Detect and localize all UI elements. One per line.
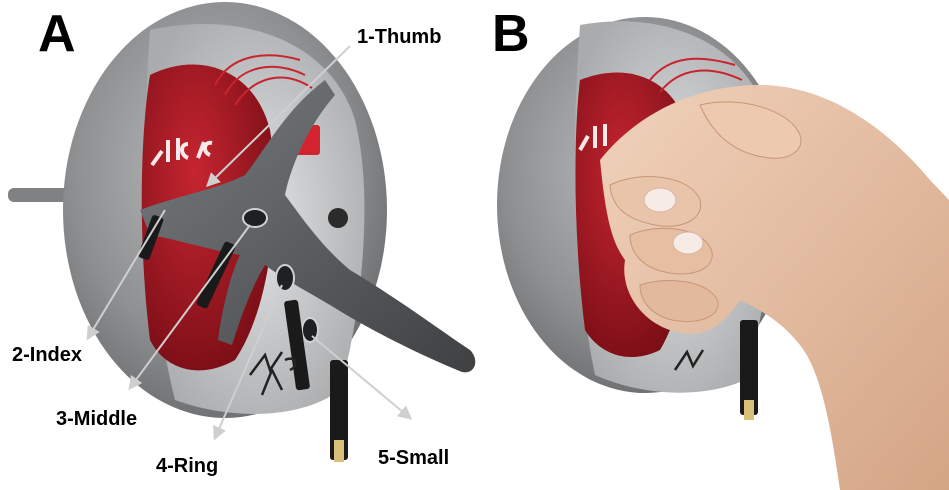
label-arrows bbox=[86, 45, 413, 441]
grip-slot-ring bbox=[275, 264, 295, 292]
panel-a-photo bbox=[8, 2, 476, 462]
arrow-thumb bbox=[205, 45, 351, 187]
label-index: 2-Index bbox=[12, 344, 83, 366]
panel-b-photo bbox=[497, 17, 949, 490]
pad-logo-graphic bbox=[150, 138, 213, 167]
arrow-small bbox=[311, 335, 413, 420]
grip-body bbox=[140, 80, 476, 373]
grip-slot-small bbox=[301, 317, 319, 343]
wires-b bbox=[649, 57, 743, 93]
panel-letter-b: B bbox=[492, 5, 530, 63]
label-ring: 4-Ring bbox=[156, 455, 219, 477]
label-thumb: 1-Thumb bbox=[357, 26, 442, 48]
arrow-middle bbox=[128, 224, 251, 391]
pad-logo-graphic-b bbox=[578, 124, 607, 151]
handwriting-marks-b bbox=[673, 349, 705, 371]
sensor-strip-ring bbox=[284, 299, 310, 391]
connector-knob bbox=[328, 208, 348, 228]
sensor-strip-small bbox=[330, 360, 348, 460]
finger-ring bbox=[639, 279, 719, 323]
panel-letter-a: A bbox=[38, 5, 76, 63]
label-small: 5-Small bbox=[378, 447, 450, 469]
sensor-strip-b bbox=[740, 320, 758, 415]
grip-slot-middle bbox=[242, 208, 268, 228]
arrow-index bbox=[86, 209, 166, 341]
sensor-strip-index bbox=[138, 215, 164, 260]
handwriting-marks bbox=[249, 351, 297, 396]
sensor-tip bbox=[334, 440, 344, 462]
fingernail-index bbox=[643, 187, 677, 213]
label-middle: 3-Middle bbox=[56, 408, 138, 430]
fingernail-middle bbox=[672, 231, 704, 255]
wires bbox=[214, 54, 313, 106]
thumb bbox=[699, 101, 802, 159]
arrow-ring bbox=[213, 284, 283, 441]
sensor-tip-b bbox=[744, 400, 754, 420]
